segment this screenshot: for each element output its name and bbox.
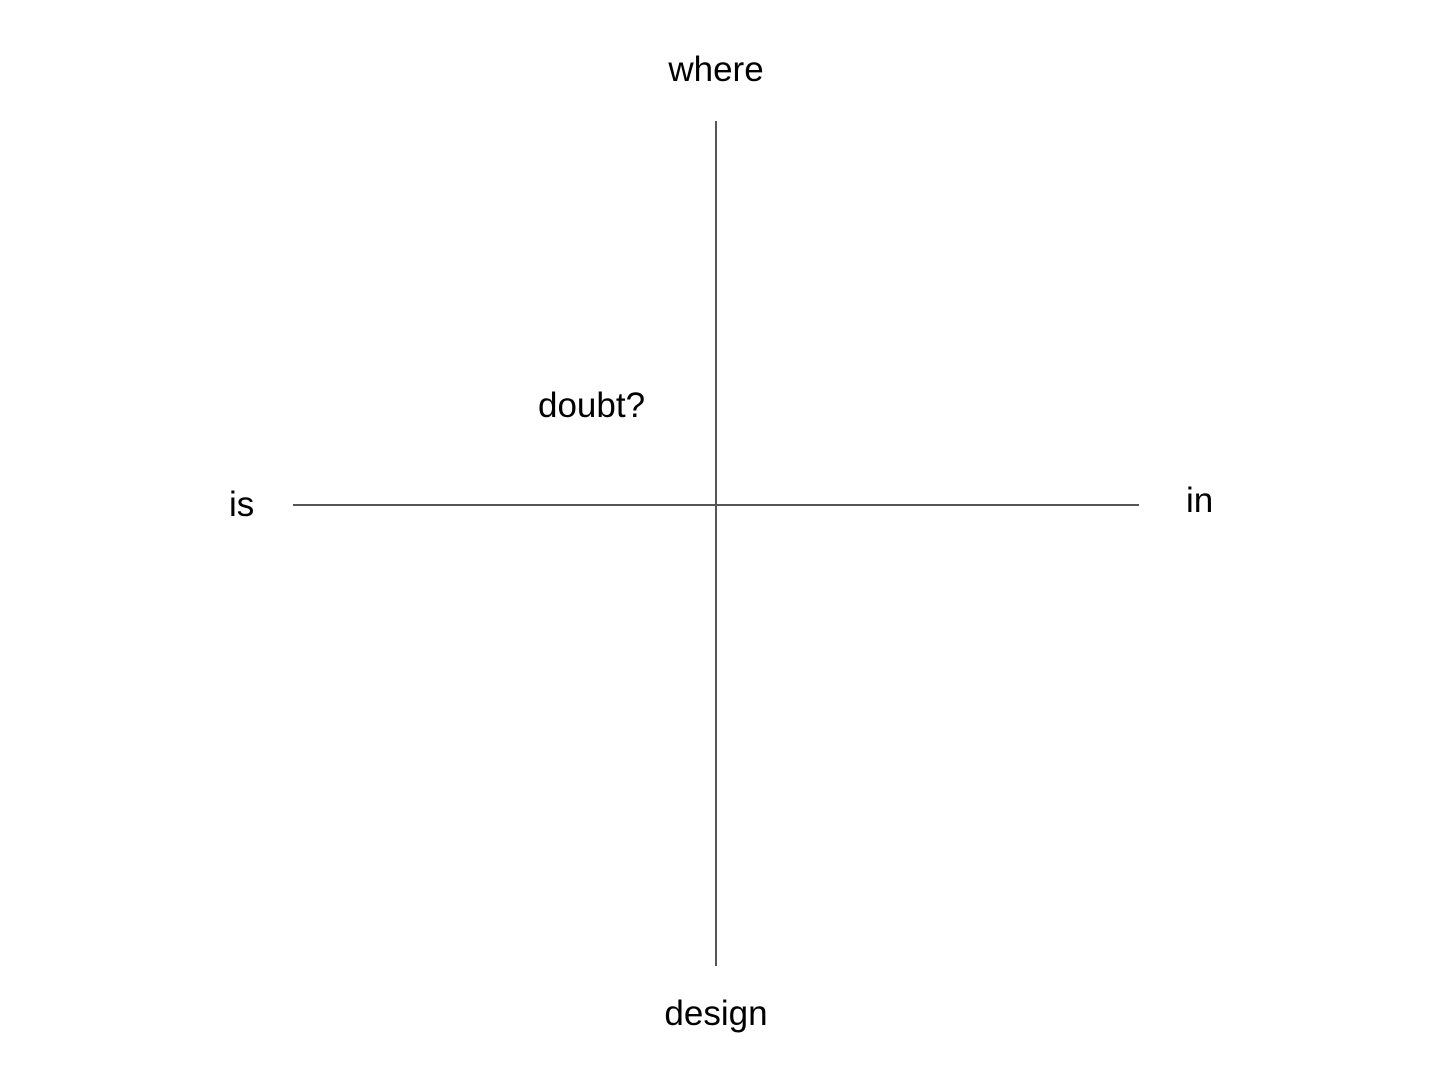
horizontal-axis-line <box>293 504 1139 506</box>
quadrant-note-label: doubt? <box>538 386 646 425</box>
axis-right-label: in <box>1186 481 1214 520</box>
axis-left-label: is <box>229 485 255 524</box>
axis-bottom-label: design <box>664 994 768 1033</box>
vertical-axis-line <box>715 121 717 966</box>
axis-top-label: where <box>668 50 764 89</box>
